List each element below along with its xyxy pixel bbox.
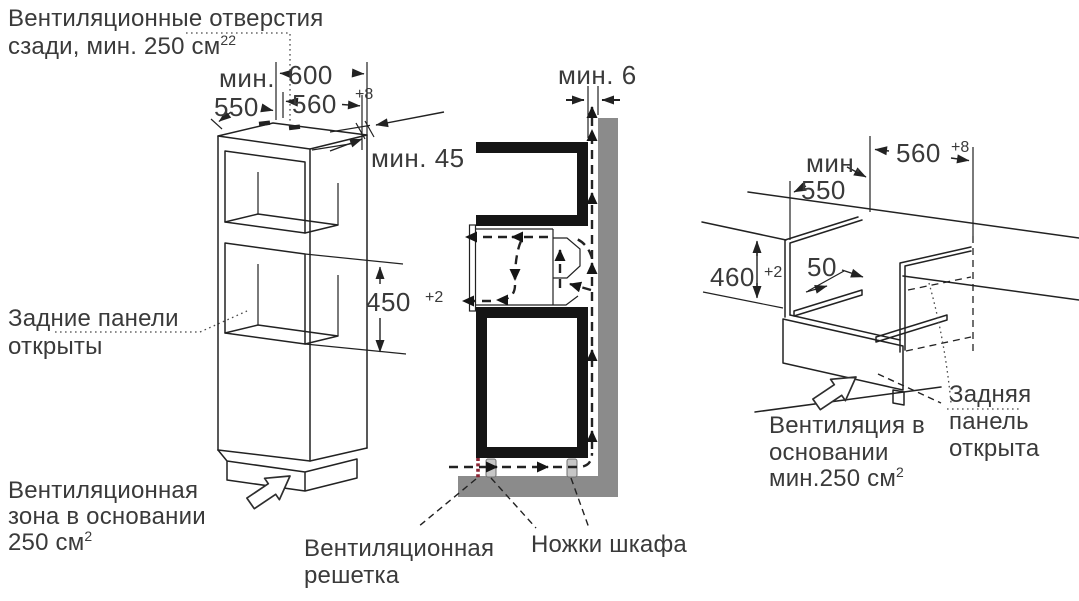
- appliance-door: [468, 224, 477, 312]
- leader-grille: [417, 478, 477, 528]
- leader-back-panel: [928, 282, 952, 404]
- dim-mid-wall-gap: мин. 6: [558, 60, 637, 90]
- note-vent-zone-line1: Вентиляционная: [8, 477, 199, 504]
- rear-vent-slots: [258, 120, 301, 131]
- leader-rear-panels: [55, 310, 248, 333]
- ventilation-arrow-icon: [246, 475, 291, 510]
- dim-left-rear-gap: мин. 45: [371, 143, 465, 173]
- middle-section-diagram: [417, 86, 620, 529]
- dim-right-560-tol: +8: [951, 139, 970, 156]
- note-vent-rear-sup2: 2: [228, 32, 236, 48]
- note-vent-base-sup: 2: [896, 464, 904, 480]
- note-vent-zone-line2: зона в основании: [8, 503, 206, 530]
- leader-base: [877, 373, 942, 404]
- dim-left-560-tol: +8: [355, 86, 374, 103]
- leader-foot: [490, 477, 537, 529]
- note-vent-base-text: мин.250 см: [769, 465, 897, 492]
- note-vent-base-line3: мин.250 см2: [769, 464, 904, 492]
- leader-foot: [570, 477, 590, 529]
- dim-right-550: 550: [801, 175, 846, 205]
- dim-right-460: 460: [710, 262, 755, 292]
- note-vent-rear-line1: Вентиляционные отверстия: [8, 5, 324, 32]
- ventilation-arrow-icon: [812, 376, 857, 411]
- dim-left-600: 600: [288, 60, 333, 90]
- note-vent-base-line1: Вентиляция в: [769, 412, 925, 439]
- note-vent-rear-text: сзади, мин. 250 см: [8, 33, 221, 60]
- dim-right-50: 50: [807, 252, 837, 282]
- note-rear-panels-line1: Задние панели: [8, 305, 179, 332]
- left-cabinet-diagram: [55, 32, 445, 510]
- support-rail: [793, 289, 863, 317]
- note-vent-rear-line2: сзади, мин. 250 см22: [8, 32, 236, 60]
- note-vent-zone-text: 250 см: [8, 529, 85, 556]
- note-vent-zone-sup: 2: [84, 528, 93, 544]
- dim-left-450: 450: [366, 287, 411, 317]
- dim-left-550: 550: [214, 92, 259, 122]
- note-grille-line2: решетка: [304, 562, 400, 589]
- dim-right-460-tol: +2: [764, 264, 783, 281]
- note-back-panel-line1: Задняя: [949, 381, 1032, 408]
- dim-left-450-tol: +2: [425, 289, 444, 306]
- dim-right-560: 560: [896, 138, 941, 168]
- open-back-panel-edges: [905, 236, 974, 355]
- note-vent-rear-sup1: 2: [220, 32, 229, 48]
- right-niche-diagram: [701, 136, 1079, 413]
- note-vent-base-line2: основании: [769, 439, 889, 466]
- note-rear-panels-line2: открыты: [8, 333, 103, 360]
- dim-left-min-label: мин.: [219, 63, 275, 93]
- note-back-panel-line3: открыта: [949, 435, 1040, 462]
- note-cabinet-feet: Ножки шкафа: [531, 531, 687, 558]
- wall: [598, 118, 618, 497]
- support-rail: [875, 314, 948, 343]
- note-vent-zone-line3: 250 см2: [8, 528, 93, 556]
- note-back-panel-line2: панель: [949, 408, 1029, 435]
- note-grille-line1: Вентиляционная: [304, 535, 495, 562]
- dim-right-min-label: мин.: [806, 148, 862, 178]
- dim-left-560: 560: [292, 89, 337, 119]
- floor: [458, 476, 618, 497]
- airflow-arrows: [449, 106, 598, 473]
